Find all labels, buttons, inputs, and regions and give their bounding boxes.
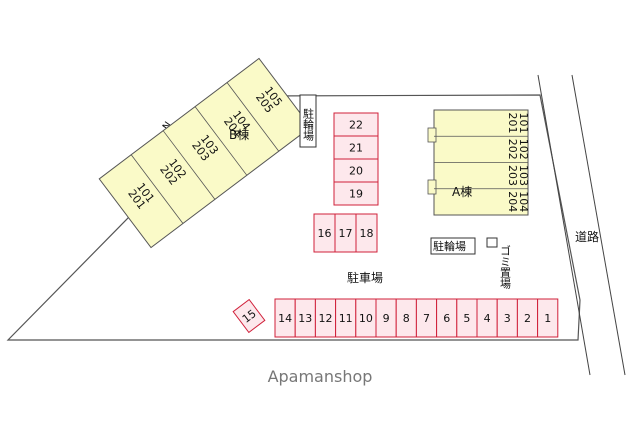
parking-space-diag: 15 <box>232 298 266 334</box>
building-a-unit-103: 103 <box>517 165 530 186</box>
parking-space-17: 17 <box>334 213 357 253</box>
parking-space-16-number: 16 <box>318 227 332 240</box>
parking-space-6-number: 6 <box>443 312 450 325</box>
parking-space-18-number: 18 <box>360 227 374 240</box>
parking-space-3-number: 3 <box>504 312 511 325</box>
parking-space-18: 18 <box>355 213 378 253</box>
parking-space-22: 22 <box>333 112 379 137</box>
parking-space-1-number: 1 <box>544 312 551 325</box>
parking-space-16: 16 <box>313 213 336 253</box>
garbage-area: ゴミ置場 <box>486 237 512 290</box>
parking-space-12-number: 12 <box>319 312 333 325</box>
parking-space-11: 11 <box>335 298 357 338</box>
garbage-label: ゴミ置場 <box>499 244 512 290</box>
parking-space-10: 10 <box>355 298 377 338</box>
road-label: 道路 <box>575 229 599 244</box>
road-line-left <box>537 74 591 376</box>
watermark: Apamanshop <box>267 367 373 386</box>
parking-space-5: 5 <box>456 298 478 338</box>
parking-space-21-number: 21 <box>349 142 363 155</box>
road-line-right <box>571 74 626 376</box>
parking-space-20: 20 <box>333 158 379 183</box>
parking-space-19: 19 <box>333 181 379 206</box>
parking-label: 駐車場 <box>347 270 383 285</box>
parking-space-1: 1 <box>537 298 559 338</box>
building-a-unit-202: 202 <box>506 139 519 160</box>
parking-space-10-number: 10 <box>359 312 373 325</box>
parking-space-2-number: 2 <box>524 312 531 325</box>
parking-space-12: 12 <box>314 298 337 338</box>
parking-space-21: 21 <box>333 135 379 160</box>
bike-parking-top-label: 駐輪場 <box>302 107 315 142</box>
bike-parking-top: 駐輪場 <box>299 94 317 148</box>
bike-parking-mid: 駐輪場 <box>430 237 476 255</box>
parking-space-2: 2 <box>516 298 539 338</box>
building-a-unit-201: 201 <box>506 113 519 134</box>
building-a-unit-204: 204 <box>506 191 519 212</box>
parking-space-11-number: 11 <box>339 312 353 325</box>
parking-space-6: 6 <box>436 298 458 338</box>
bike-parking-mid-label: 駐輪場 <box>433 239 466 253</box>
building-b-label: B棟 <box>229 127 249 142</box>
parking-space-13-number: 13 <box>298 312 312 325</box>
parking-space-3: 3 <box>496 298 518 338</box>
parking-space-8: 8 <box>395 298 417 338</box>
parking-space-5-number: 5 <box>463 312 470 325</box>
parking-space-14: 14 <box>274 298 296 338</box>
parking-space-19-number: 19 <box>349 188 363 201</box>
building-a-unit-203: 203 <box>506 165 519 186</box>
parking-space-13: 13 <box>294 298 316 338</box>
building-a-label: A棟 <box>452 184 472 199</box>
parking-space-9-number: 9 <box>383 312 390 325</box>
building-b-body <box>98 57 312 249</box>
parking-space-20-number: 20 <box>349 165 363 178</box>
parking-space-4: 4 <box>476 298 498 338</box>
parking-space-14-number: 14 <box>278 312 292 325</box>
parking-space-17-number: 17 <box>339 227 353 240</box>
parking-space-22-number: 22 <box>349 119 363 132</box>
parking-space-7: 7 <box>415 298 438 338</box>
parking-space-4-number: 4 <box>484 312 491 325</box>
building-a-unit-101: 101 <box>517 113 530 134</box>
parking-space-9: 9 <box>375 298 397 338</box>
parking-space-7-number: 7 <box>423 312 430 325</box>
building-a-unit-102: 102 <box>517 139 530 160</box>
parking-space-8-number: 8 <box>403 312 410 325</box>
building-a-unit-104: 104 <box>517 191 530 212</box>
